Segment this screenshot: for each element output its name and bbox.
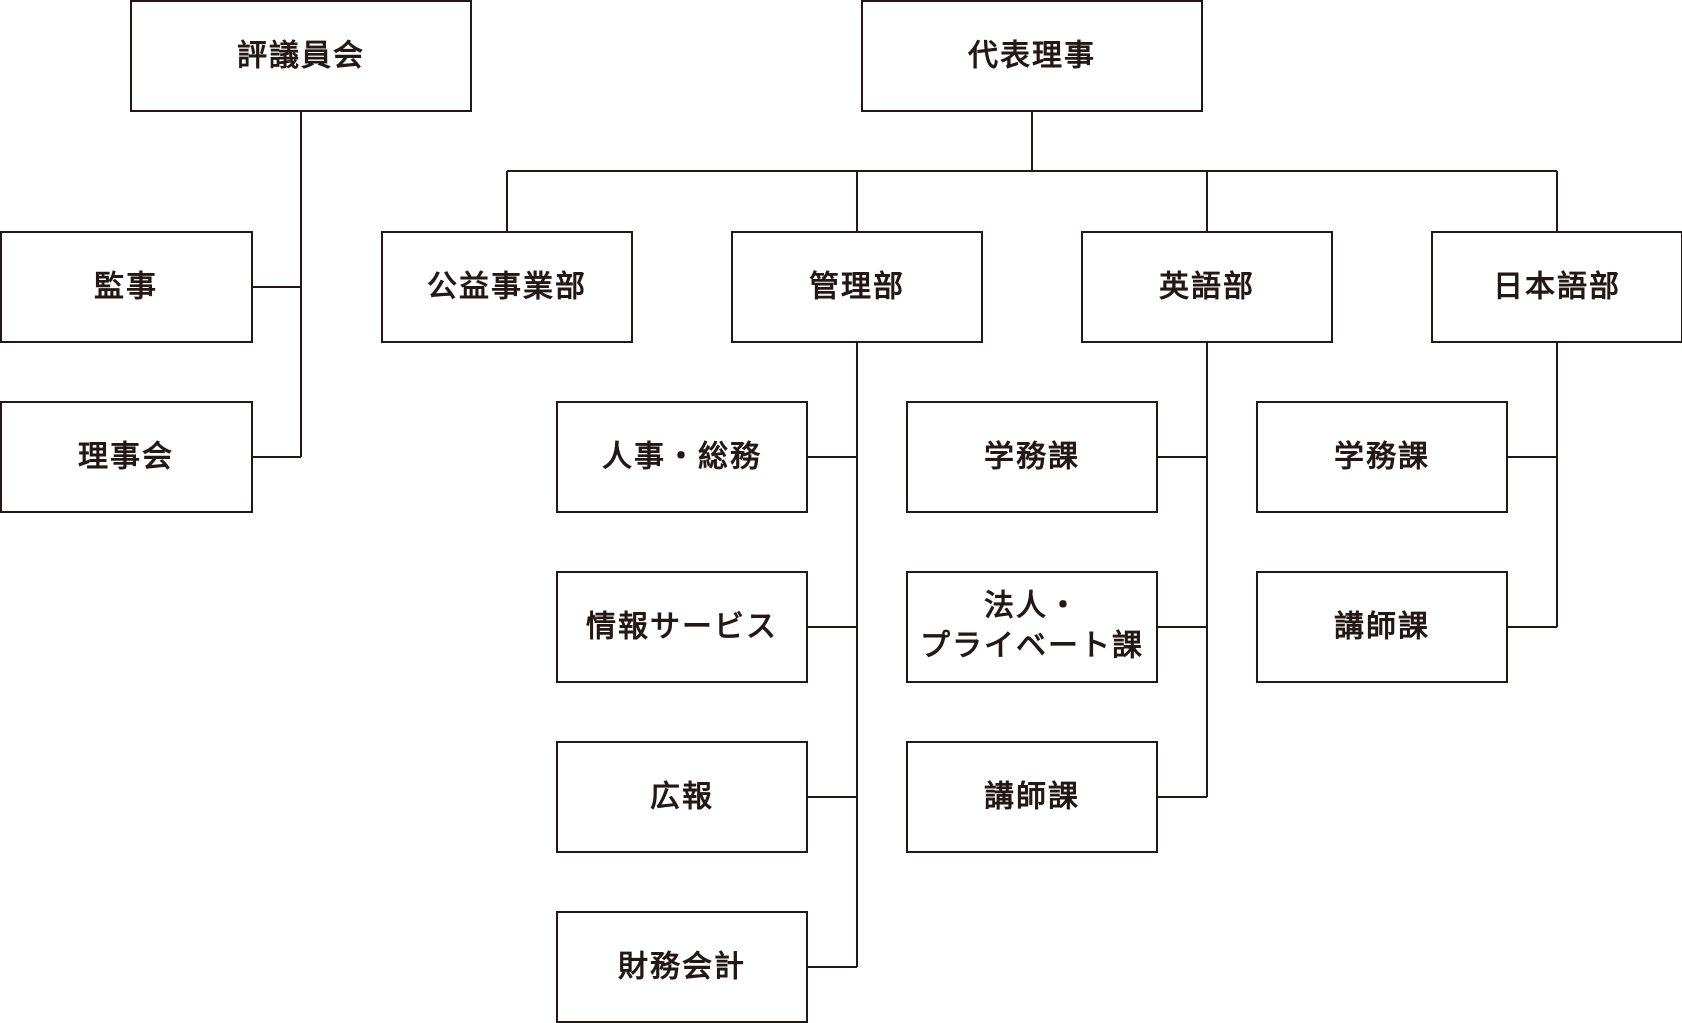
connectors xyxy=(252,111,1558,968)
jp-academic-label: 学務課 xyxy=(1334,440,1430,475)
en-academic-node: 学務課 xyxy=(906,401,1158,513)
auditor-label: 監事 xyxy=(94,270,158,305)
jp-instructor-label: 講師課 xyxy=(1334,610,1430,645)
admin-info-label: 情報サービス xyxy=(586,610,778,645)
admin-pr-label: 広報 xyxy=(650,780,714,815)
board-node: 理事会 xyxy=(0,401,253,513)
jp-instructor-node: 講師課 xyxy=(1256,571,1508,683)
admin-hr-label: 人事・総務 xyxy=(602,440,762,475)
en-instructor-label: 講師課 xyxy=(984,780,1080,815)
public-dept-node: 公益事業部 xyxy=(381,231,633,343)
japanese-dept-node: 日本語部 xyxy=(1431,231,1682,343)
board-label: 理事会 xyxy=(78,440,174,475)
english-dept-label: 英語部 xyxy=(1159,270,1255,305)
admin-finance-node: 財務会計 xyxy=(556,911,808,1023)
japanese-dept-label: 日本語部 xyxy=(1493,270,1621,305)
admin-info-node: 情報サービス xyxy=(556,571,808,683)
en-instructor-node: 講師課 xyxy=(906,741,1158,853)
admin-finance-label: 財務会計 xyxy=(618,950,746,985)
jp-academic-node: 学務課 xyxy=(1256,401,1508,513)
council-node: 評議員会 xyxy=(130,0,472,112)
admin-pr-node: 広報 xyxy=(556,741,808,853)
representative-label: 代表理事 xyxy=(967,39,1096,74)
en-corporate-node: 法人・ プライベート課 xyxy=(906,571,1158,683)
admin-dept-node: 管理部 xyxy=(731,231,983,343)
council-label: 評議員会 xyxy=(237,39,365,74)
representative-node: 代表理事 xyxy=(861,0,1203,112)
en-corporate-label-line2: プライベート課 xyxy=(920,629,1144,664)
en-academic-label: 学務課 xyxy=(984,440,1080,475)
admin-hr-node: 人事・総務 xyxy=(556,401,808,513)
en-corporate-label-line1: 法人・ xyxy=(984,589,1080,624)
public-dept-label: 公益事業部 xyxy=(427,270,587,305)
auditor-node: 監事 xyxy=(0,231,253,343)
admin-dept-label: 管理部 xyxy=(809,270,905,305)
english-dept-node: 英語部 xyxy=(1081,231,1333,343)
